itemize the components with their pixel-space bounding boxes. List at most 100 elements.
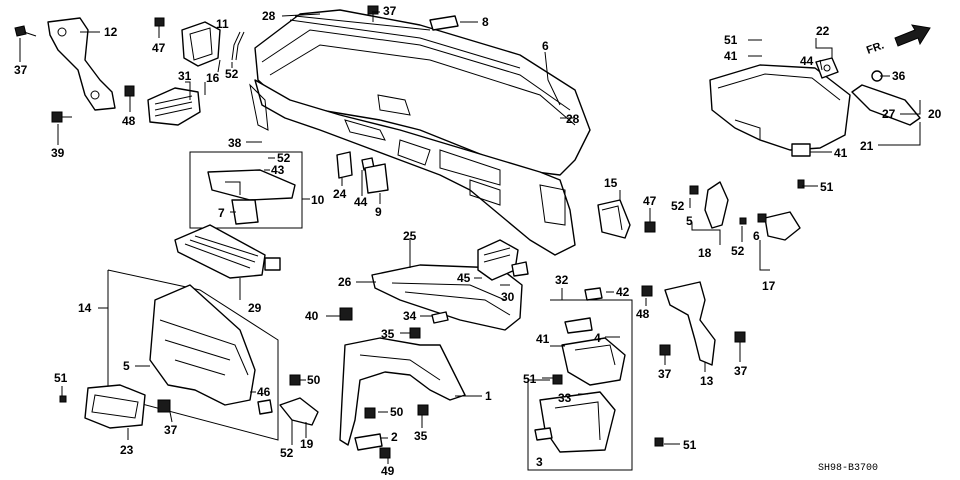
bracket-17 (764, 211, 801, 241)
tray-23 (84, 384, 146, 429)
callout-33: 33 (558, 391, 572, 405)
callout-37: 37 (164, 423, 178, 437)
callout-20: 20 (928, 107, 942, 121)
callout-1: 1 (485, 389, 492, 403)
callout-35: 35 (414, 429, 428, 443)
callout-48: 48 (636, 307, 650, 321)
callout-10: 10 (311, 193, 325, 207)
callout-15: 15 (604, 176, 618, 190)
callout-36: 36 (892, 69, 906, 83)
fasteners-right (689, 179, 805, 225)
dashboard-body (249, 79, 576, 256)
lower-frame-1 (339, 337, 466, 446)
callout-52: 52 (280, 446, 294, 460)
callout-52: 52 (671, 199, 685, 213)
clip-8 (429, 15, 459, 31)
callout-51: 51 (683, 438, 697, 452)
glovebox-assembly (527, 287, 664, 471)
support-beam-25 (371, 264, 523, 331)
callout-52: 52 (731, 244, 745, 258)
screw-47b (644, 221, 656, 233)
vent-29 (174, 224, 281, 279)
bracket-19 (279, 397, 319, 426)
callout-42: 42 (616, 285, 630, 299)
switch-22 (815, 57, 839, 79)
front-label: FR. (865, 39, 886, 56)
callout-22: 22 (816, 24, 830, 38)
callout-3: 3 (536, 455, 543, 469)
callout-41: 41 (536, 332, 550, 346)
callout-11: 11 (216, 17, 229, 31)
callout-23: 23 (120, 443, 134, 457)
callout-47: 47 (643, 194, 657, 208)
callout-40: 40 (305, 309, 319, 323)
callout-16: 16 (206, 71, 220, 85)
callout-26: 26 (338, 275, 352, 289)
callout-44: 44 (800, 54, 814, 68)
callout-34: 34 (403, 309, 417, 323)
callout-29: 29 (248, 301, 262, 315)
cover-15 (597, 199, 631, 239)
callout-46: 46 (257, 385, 271, 399)
bracket-12 (47, 17, 116, 111)
panel-27 (851, 84, 921, 126)
fasteners-bottom (289, 374, 429, 459)
callout-18: 18 (698, 246, 712, 260)
bolt-39 (51, 111, 72, 123)
callout-25: 25 (403, 229, 417, 243)
callout-5: 5 (686, 214, 693, 228)
lower-frame-14 (107, 269, 279, 441)
bolt-48a (124, 85, 135, 106)
meter-hood-21 (709, 64, 851, 157)
callout-41: 41 (724, 49, 738, 63)
bolt-40 (339, 307, 353, 321)
screw-47a (154, 17, 165, 38)
callout-51: 51 (724, 33, 738, 47)
callout-6: 6 (542, 39, 549, 53)
front-direction-arrow: FR. (865, 24, 931, 57)
bolt-37a (14, 25, 37, 37)
callout-51: 51 (820, 180, 834, 194)
callout-43: 43 (271, 163, 285, 177)
callout-28: 28 (566, 112, 580, 126)
callout-52: 52 (225, 67, 239, 81)
callout-24: 24 (333, 187, 347, 201)
callout-2: 2 (391, 430, 398, 444)
diagram-code: SH98-B3700 (818, 463, 878, 474)
callout-37: 37 (734, 364, 748, 378)
callout-37: 37 (383, 4, 397, 18)
bracket-18 (704, 181, 729, 229)
callout-21: 21 (860, 139, 874, 153)
callout-47: 47 (152, 41, 166, 55)
callout-labels: 37 12 47 11 16 52 28 37 8 6 31 48 39 28 … (14, 4, 942, 478)
callout-9: 9 (375, 205, 382, 219)
bolts-lower-right (641, 285, 746, 356)
rod-11 (231, 31, 245, 61)
callout-51: 51 (54, 371, 68, 385)
clips-34-35 (409, 311, 449, 339)
callout-48: 48 (122, 114, 136, 128)
callout-52: 52 (277, 151, 291, 165)
callout-37: 37 (14, 63, 28, 77)
callout-44: 44 (354, 195, 368, 209)
callout-30: 30 (501, 290, 515, 304)
callout-14: 14 (78, 301, 92, 315)
callout-49: 49 (381, 464, 395, 478)
bolts-lower-left (59, 395, 171, 413)
clip-2 (354, 433, 383, 451)
callout-13: 13 (700, 374, 714, 388)
callout-5: 5 (123, 359, 130, 373)
callout-50: 50 (390, 405, 404, 419)
callout-45: 45 (457, 271, 471, 285)
callout-51: 51 (523, 372, 537, 386)
callout-37: 37 (658, 367, 672, 381)
callout-41: 41 (834, 146, 848, 160)
callout-38: 38 (228, 136, 242, 150)
bracket-assembly-10 (189, 151, 303, 229)
bracket-13 (664, 281, 716, 366)
callout-32: 32 (555, 273, 569, 287)
callout-39: 39 (51, 146, 65, 160)
leader-lines (19, 11, 921, 464)
small-parts-24-9 (336, 151, 389, 194)
